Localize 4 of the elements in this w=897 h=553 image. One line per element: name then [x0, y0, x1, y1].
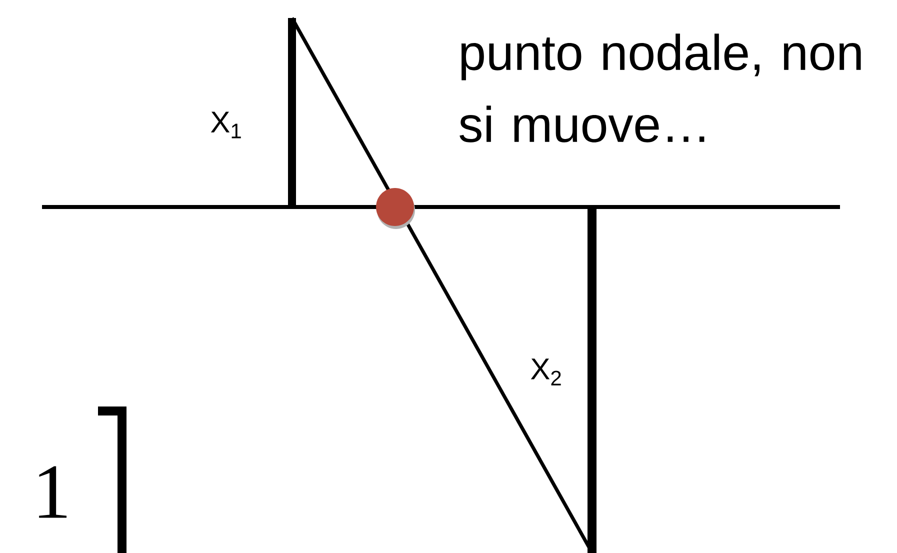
subscript-label: X$_{2}$ [530, 358, 561, 386]
subscript-label: X$_{1}$ [210, 112, 241, 138]
number-label: 1 [39, 466, 67, 518]
annotation-text: punto nodale, non si muove… [460, 34, 861, 142]
